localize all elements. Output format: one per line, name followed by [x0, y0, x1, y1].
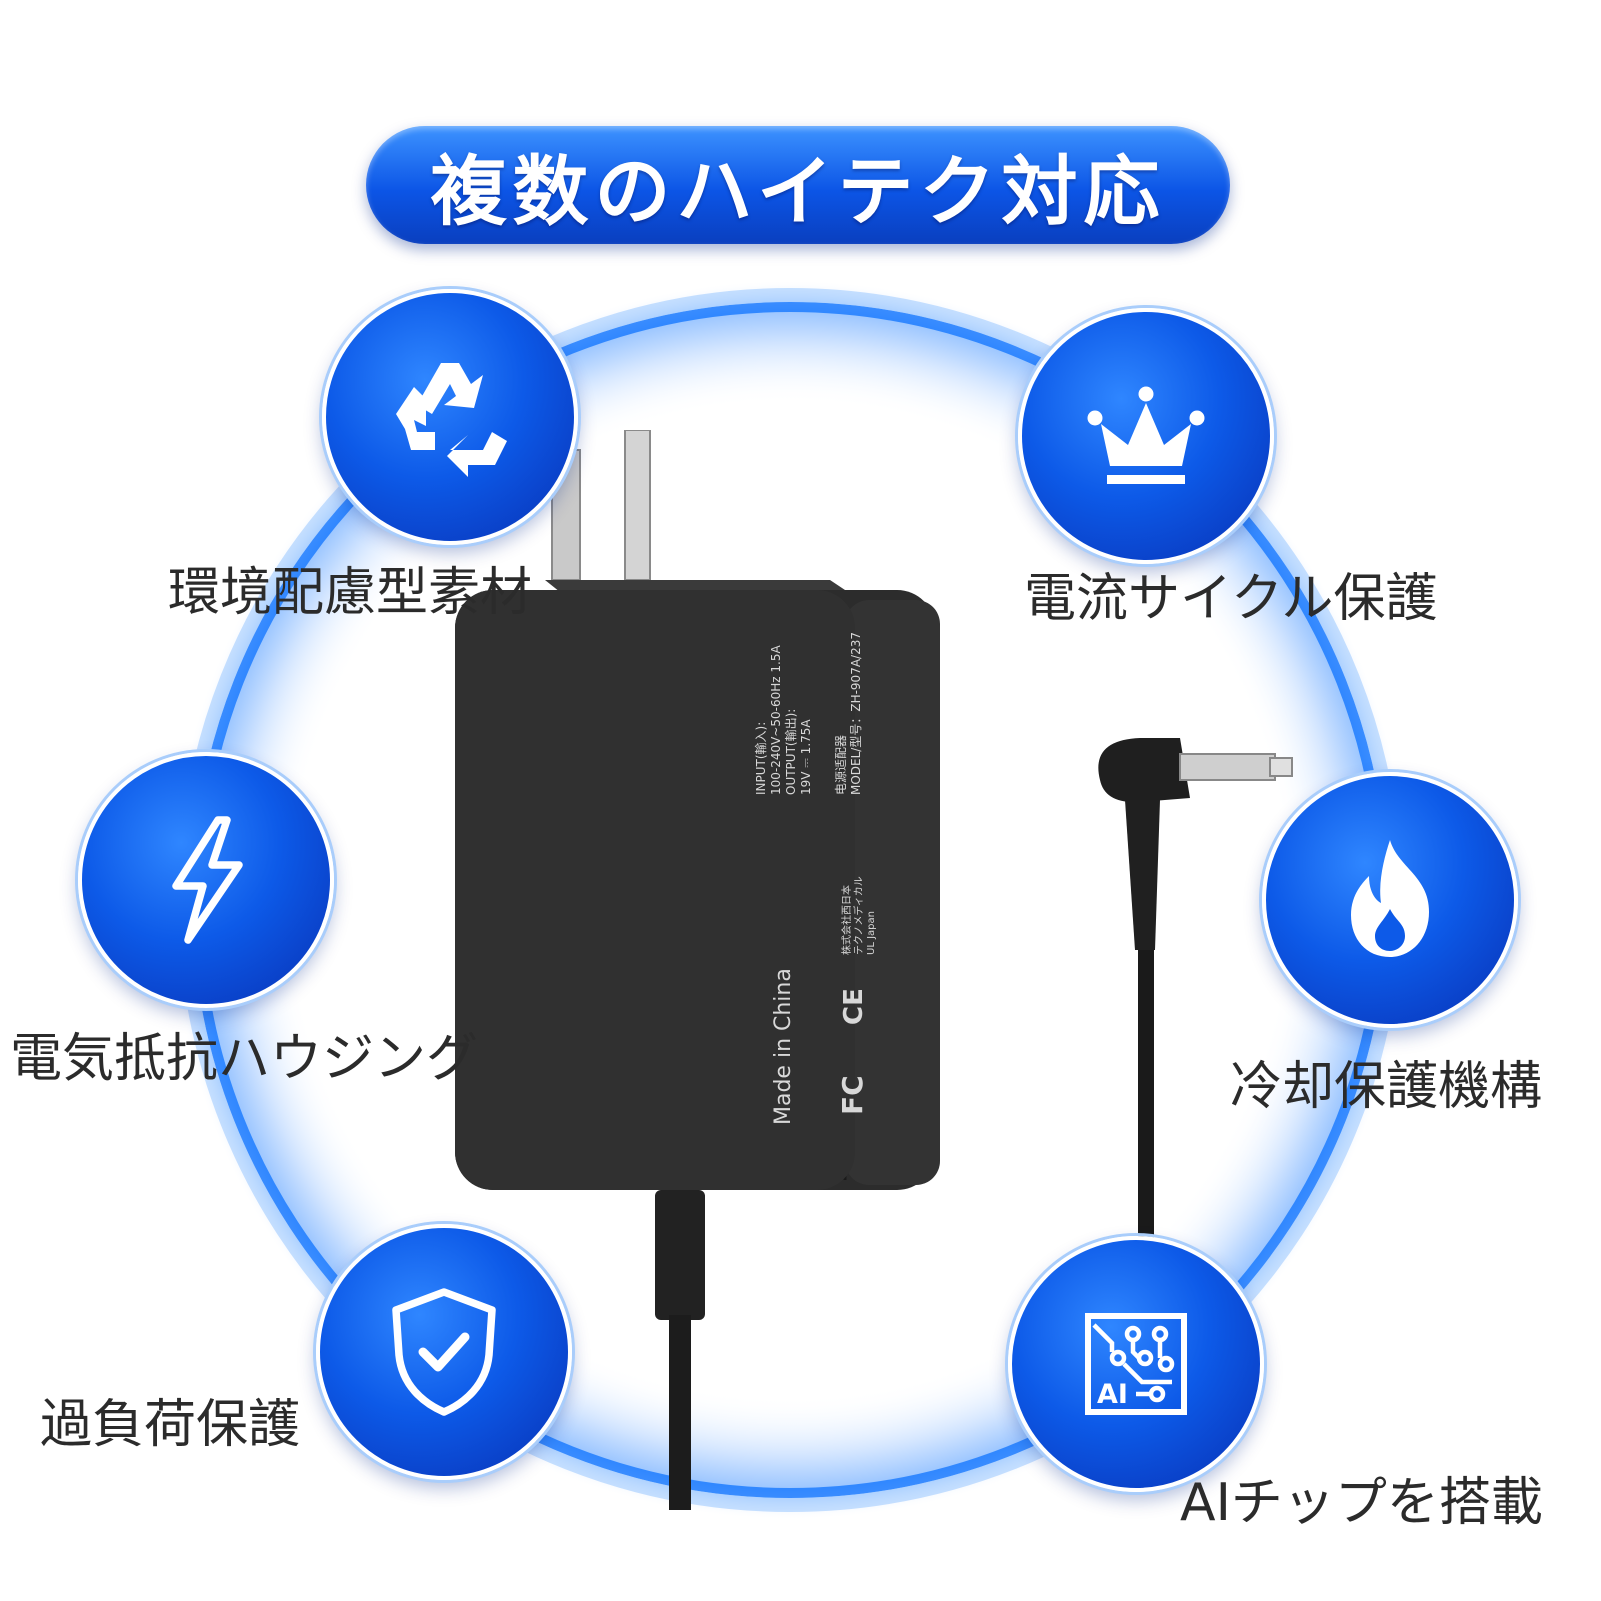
flame-icon [1351, 840, 1429, 957]
cert-company: 株式会社西日本 [840, 885, 853, 955]
feature-label-overload: 過負荷保護 [40, 1395, 301, 1455]
lightning-bolt-icon [172, 816, 243, 944]
badge-flame [1262, 772, 1518, 1028]
ai-chip-text: AI [1097, 1379, 1128, 1410]
feature-label-cooling: 冷却保護機構 [1230, 1057, 1543, 1117]
spec-output: OUTPUT(輸出): [783, 709, 798, 795]
model-name: 电源适配器 [834, 735, 848, 795]
feature-label-resistant-housing: 電気抵抗ハウジング [10, 1029, 479, 1089]
spec-output-value: 19V ⎓ 1.75A [799, 719, 813, 795]
model-number: MODEL/型号：ZH-907A/237 [849, 632, 863, 795]
title-banner: 複数のハイテク対応 [366, 126, 1230, 244]
fcc-logo: FC [836, 1075, 869, 1115]
ai-chip-icon: AI [1085, 1313, 1187, 1415]
feature-label-ai-chip: AIチップを搭載 [1180, 1473, 1543, 1533]
cert-lab: テクノメディカル [852, 876, 865, 955]
ce-logo: CE [839, 988, 869, 1025]
crown-icon [1087, 386, 1205, 484]
power-adapter-image: Made in China INPUT(輸入): 100-240V~50-60H… [455, 430, 940, 1510]
page-title: 複数のハイテク対応 [430, 147, 1166, 236]
badge-lightning [78, 752, 334, 1008]
badge-ai-chip: AI [1008, 1236, 1264, 1492]
spec-input: INPUT(輸入): [753, 722, 768, 795]
feature-label-current-cycle: 電流サイクル保護 [1024, 569, 1438, 629]
badge-recycle [322, 289, 578, 545]
cert-ul: UL Japan [866, 911, 877, 955]
badge-crown [1018, 308, 1274, 564]
dc-plug-cable-image [1098, 738, 1293, 1250]
made-in-text: Made in China [771, 968, 796, 1125]
feature-label-eco-material: 環境配慮型素材 [168, 563, 533, 623]
spec-input-value: 100-240V~50-60Hz 1.5A [769, 645, 783, 795]
badge-shield [316, 1224, 572, 1480]
shield-check-icon [392, 1288, 496, 1416]
recycle-icon [396, 363, 507, 477]
